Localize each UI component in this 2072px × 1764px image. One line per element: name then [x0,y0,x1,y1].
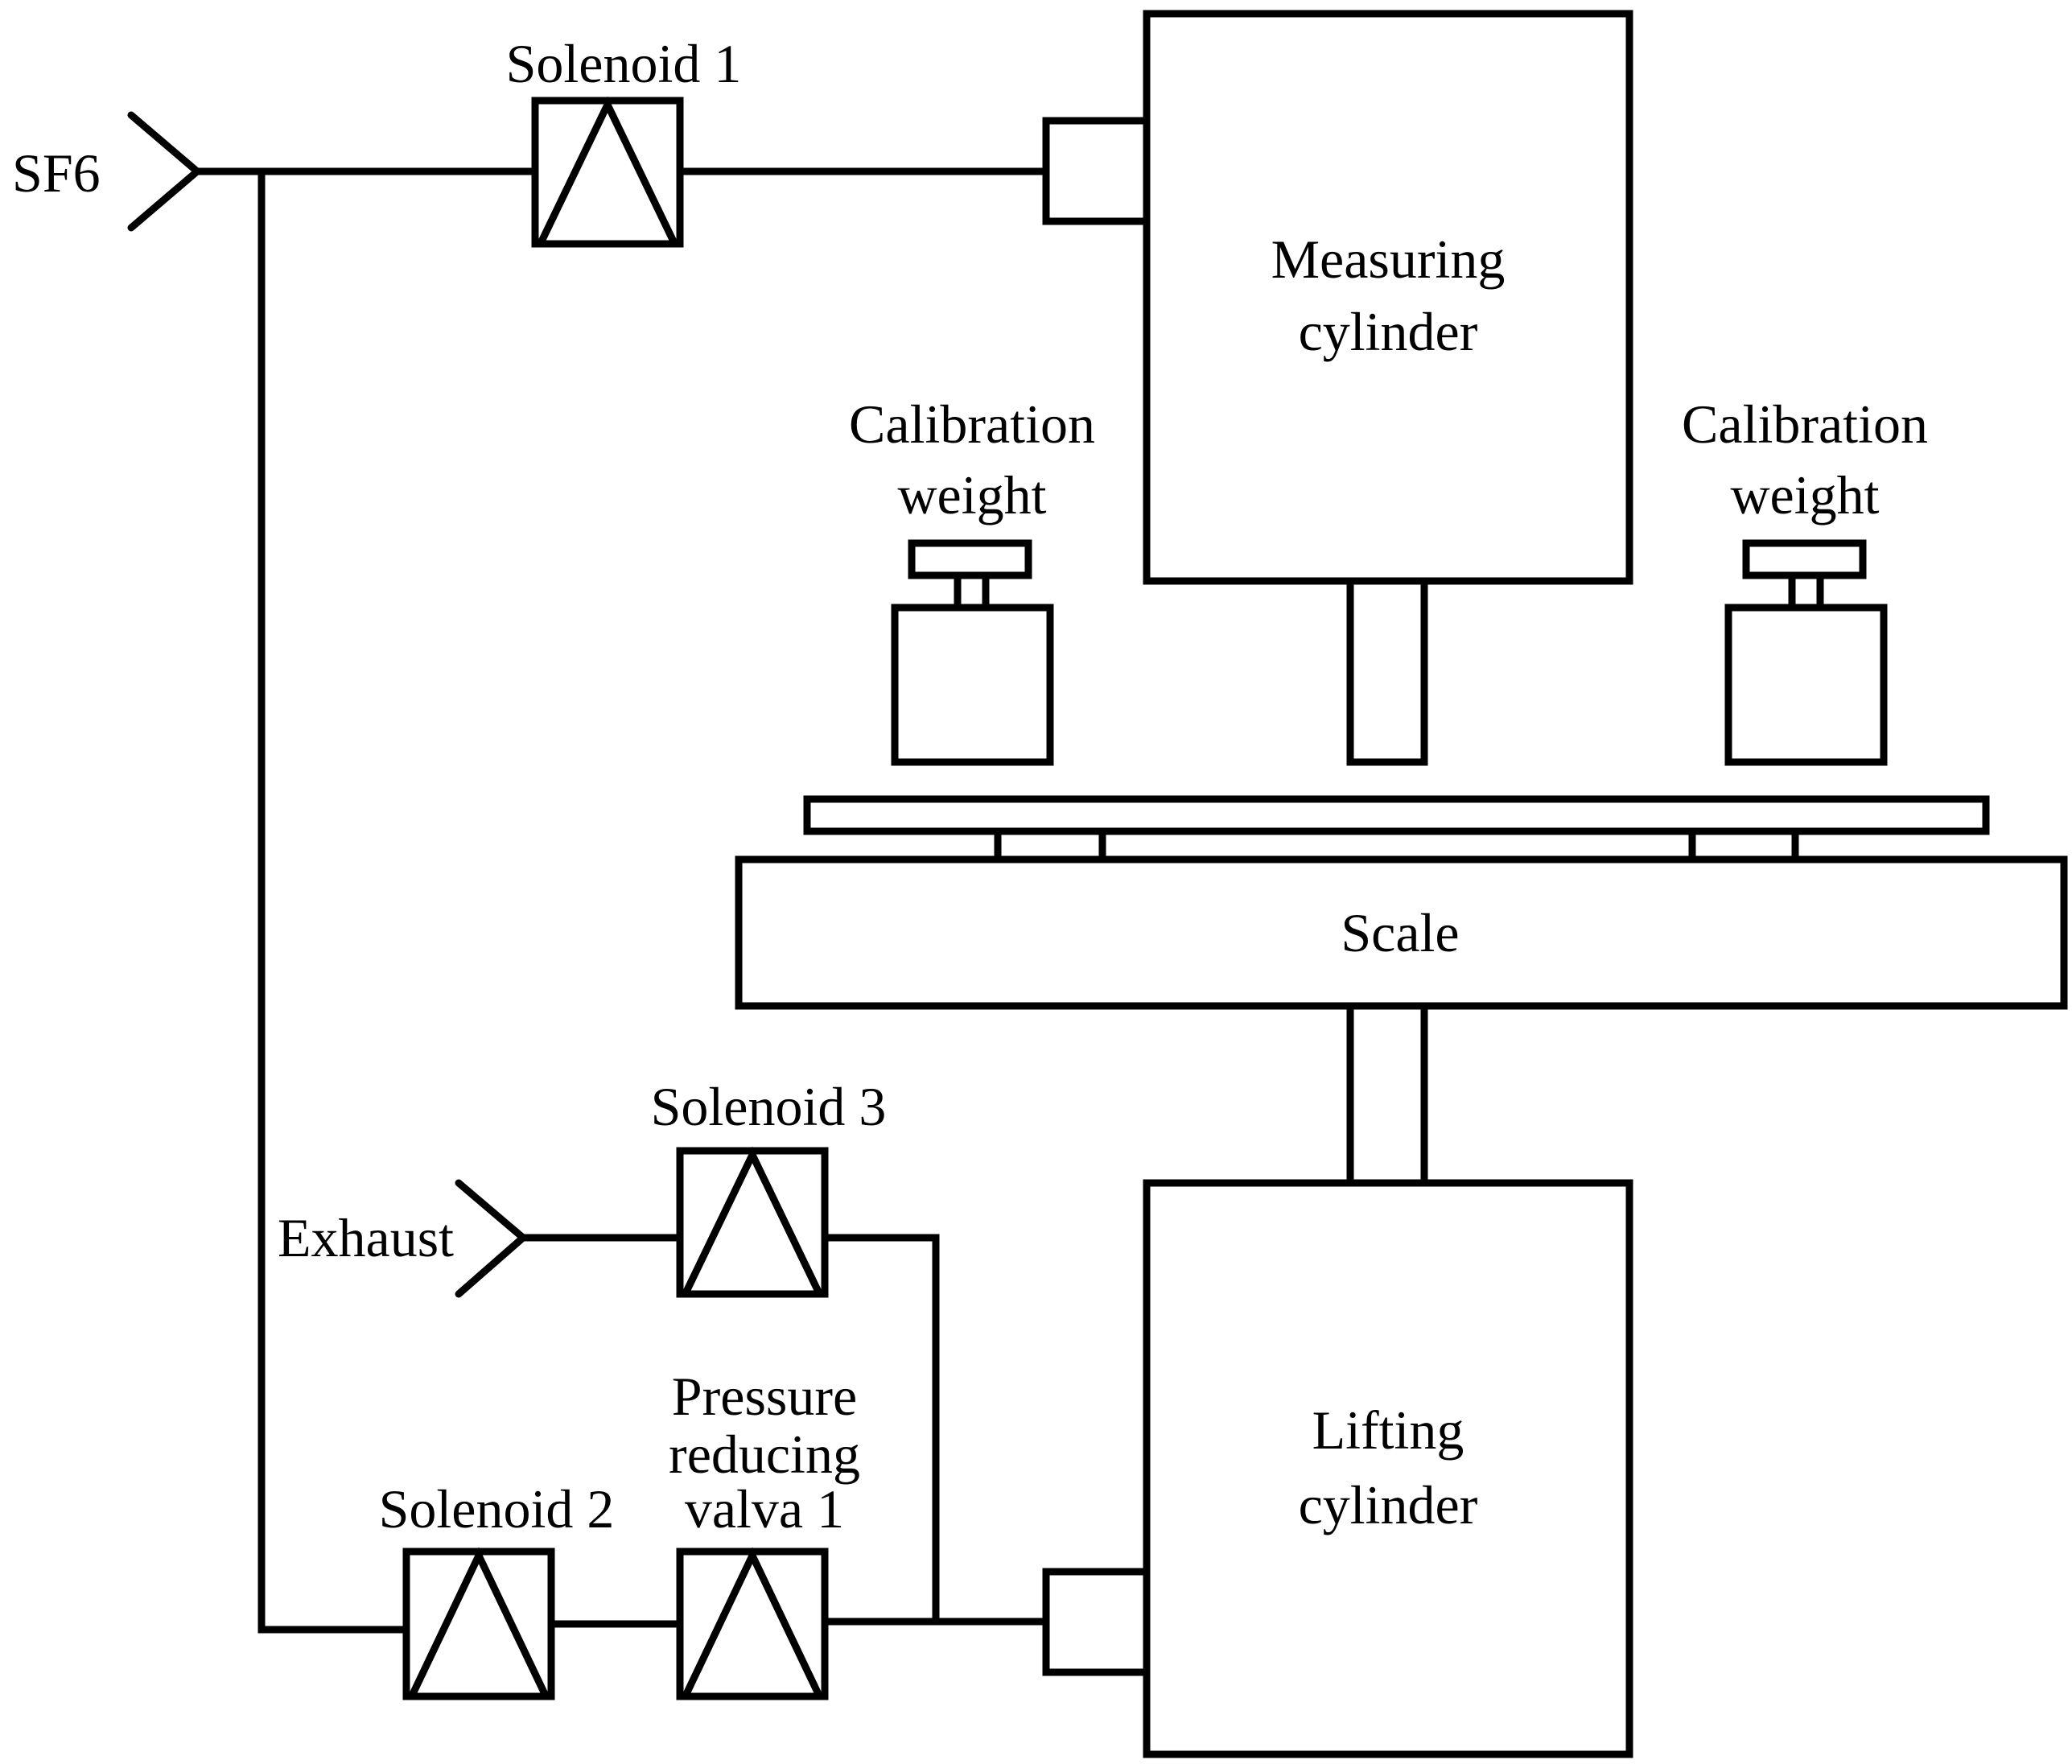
solenoid-3-label: Solenoid 3 [651,1076,887,1137]
solenoid-3-chevron [682,1146,822,1296]
measuring-cylinder [1042,10,1633,766]
solenoid-2-body [402,1548,555,1700]
calibration-weight-left-shape [891,539,1054,766]
measuring-cylinder-body [1143,10,1633,585]
measuring-cylinder-rod [1346,577,1428,766]
calibration-weight-left-label-line-2: weight [897,464,1046,525]
pressure-reducing-valve-label-line-2: reducing [669,1424,860,1485]
pressure-reducing-valve-body [676,1548,829,1700]
pressure-reducing-valve [676,1547,829,1700]
pressure-reducing-valve-chevron [682,1547,822,1698]
labels: SF6 Solenoid 1 Solenoid 3 Solenoid 2 Exh… [12,33,1928,1539]
solenoid-1-valve [531,96,684,248]
lifting-cylinder-body [1143,1179,1633,1758]
solenoid-1-label: Solenoid 1 [506,33,742,94]
lifting-cylinder [1042,1002,1633,1758]
scale-pan [803,795,1990,835]
calibration-weight-right-body [1724,604,1888,766]
scale-label: Scale [1341,902,1459,963]
pressure-reducing-valve-label-line-1: Pressure [672,1366,857,1427]
lifting-cylinder-label-line-1: Lifting [1312,1399,1464,1461]
exhaust-outlet-connector [455,1179,529,1298]
calibration-weight-left-cap [908,539,1032,579]
piping [193,167,1050,1634]
lifting-cylinder-rod [1346,1002,1428,1187]
solenoid3-to-junction-line [821,1234,940,1626]
solenoid-1-chevron [538,96,678,245]
calibration-weight-right-cap [1742,539,1867,579]
scale-pan-foot-right [1688,827,1799,863]
sf6-inlet-connector [127,111,203,232]
solenoid-2-valve [402,1547,555,1700]
exhaust-label: Exhaust [278,1207,454,1268]
calibration-weight-right-neck [1788,571,1824,612]
scale-pan-foot-left [994,827,1106,863]
calibration-weight-left-neck [954,571,990,612]
sf6-label: SF6 [12,142,101,204]
calibration-weight-left-body [891,604,1054,766]
measuring-cylinder-label-line-1: Measuring [1271,229,1506,290]
lifting-cylinder-port [1042,1568,1151,1676]
solenoid-1-body [531,97,684,248]
lifting-cylinder-label-line-2: cylinder [1299,1474,1478,1535]
solenoid-2-chevron [409,1547,549,1698]
solenoid-2-label: Solenoid 2 [379,1478,615,1539]
calibration-weight-right-label-line-1: Calibration [1682,394,1928,455]
supply-riser-line [257,167,406,1634]
solenoid-3-body [676,1147,829,1298]
pressure-reducing-valve-label-line-3: valva 1 [685,1478,844,1539]
calibration-weight-right-shape [1724,539,1888,766]
calibration-weight-right-label-line-2: weight [1730,464,1879,525]
solenoid-3-valve [676,1146,829,1298]
calibration-weight-left-label-line-1: Calibration [849,394,1095,455]
measuring-cylinder-port [1042,117,1151,225]
measuring-cylinder-label-line-2: cylinder [1299,301,1478,362]
